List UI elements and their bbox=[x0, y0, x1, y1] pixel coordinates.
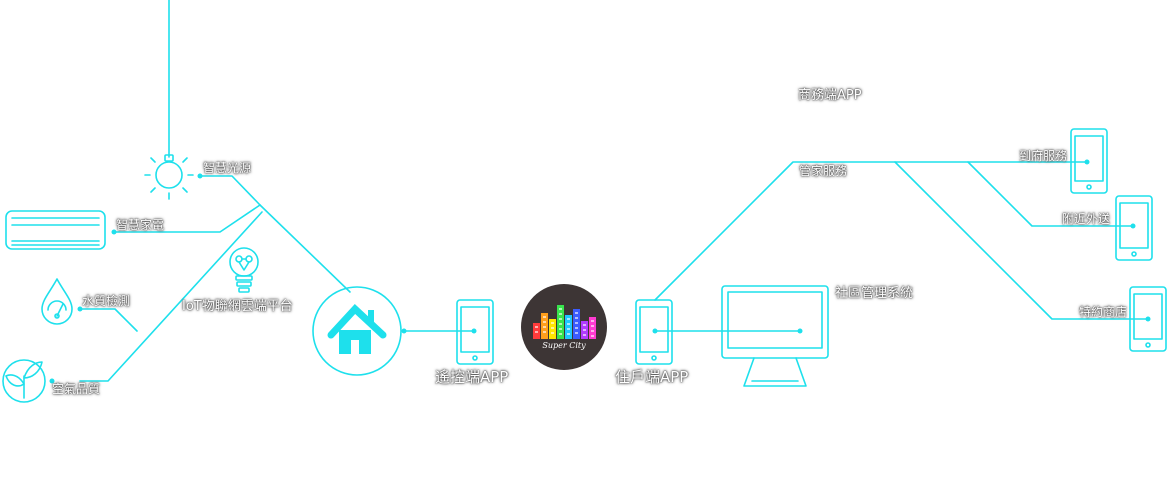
skyline-window bbox=[575, 332, 578, 334]
skyline-window bbox=[575, 327, 578, 329]
skyline-window bbox=[567, 333, 570, 335]
skyline-window bbox=[559, 308, 562, 310]
label-community-system: 社區管理系統 bbox=[835, 286, 914, 301]
skyline-window bbox=[583, 329, 586, 331]
skyline-building bbox=[589, 317, 596, 339]
smartphone-icon-nearby-delivery bbox=[1115, 195, 1153, 261]
line-smart-lighting bbox=[199, 175, 261, 206]
label-business-app: 商務端APP bbox=[798, 88, 862, 103]
label-iot-platform: IoT物聯網雲端平台 bbox=[182, 299, 293, 314]
skyline-window bbox=[551, 322, 554, 324]
skyline-window bbox=[567, 328, 570, 330]
water-drop-gauge-icon bbox=[41, 278, 73, 325]
city-skyline-icon bbox=[533, 305, 596, 339]
line-partner-shop bbox=[894, 161, 1149, 320]
skyline-window bbox=[575, 317, 578, 319]
skyline-window bbox=[575, 322, 578, 324]
skyline-window bbox=[543, 326, 546, 328]
iot-bulb-icon bbox=[229, 247, 259, 293]
skyline-window bbox=[543, 331, 546, 333]
skyline-window bbox=[591, 335, 594, 337]
label-smart-appliance: 智慧家電 bbox=[116, 218, 165, 232]
smartphone-icon-remote bbox=[456, 299, 494, 365]
skyline-window bbox=[543, 321, 546, 323]
light-bulb-icon bbox=[144, 154, 194, 200]
line-water-quality bbox=[79, 308, 138, 332]
skyline-window bbox=[591, 325, 594, 327]
leaf-sprout-icon bbox=[2, 359, 46, 403]
monitor-icon bbox=[721, 285, 829, 387]
skyline-window bbox=[583, 324, 586, 326]
home-icon bbox=[312, 286, 402, 376]
label-smart-lighting: 智慧光源 bbox=[203, 161, 252, 175]
label-home-service: 到府服務 bbox=[1019, 149, 1068, 163]
smartphone-icon-resident bbox=[635, 299, 673, 365]
skyline-window bbox=[543, 316, 546, 318]
skyline-building bbox=[557, 305, 564, 339]
skyline-window bbox=[591, 330, 594, 332]
connection-lines bbox=[79, 0, 1149, 382]
smartphone-icon-home-service bbox=[1070, 128, 1108, 194]
air-conditioner-icon bbox=[5, 210, 106, 250]
label-remote-app: 遙控端APP bbox=[435, 368, 509, 386]
skyline-window bbox=[591, 320, 594, 322]
line-nearby-delivery bbox=[967, 161, 1134, 227]
skyline-window bbox=[567, 318, 570, 320]
skyline-window bbox=[559, 313, 562, 315]
label-nearby-delivery: 附近外送 bbox=[1062, 212, 1111, 226]
super-city-logo: Super City bbox=[521, 284, 607, 370]
skyline-window bbox=[559, 318, 562, 320]
skyline-window bbox=[575, 312, 578, 314]
label-partner-shop: 特約商店 bbox=[1079, 305, 1128, 319]
skyline-window bbox=[559, 333, 562, 335]
skyline-window bbox=[551, 332, 554, 334]
line-air-quality bbox=[79, 211, 263, 382]
skyline-window bbox=[567, 323, 570, 325]
label-water-quality: 水質檢測 bbox=[82, 294, 131, 308]
label-air-quality: 空氣品質 bbox=[52, 382, 101, 396]
skyline-window bbox=[535, 331, 538, 333]
label-resident-app: 住戶端APP bbox=[615, 368, 689, 386]
skyline-window bbox=[551, 327, 554, 329]
skyline-window bbox=[535, 326, 538, 328]
line-butler-service bbox=[654, 161, 1088, 301]
endpoint-dots bbox=[49, 159, 1151, 384]
line-smart-appliance bbox=[113, 204, 261, 233]
smartphone-icon-partner-shop bbox=[1129, 286, 1167, 352]
logo-text: Super City bbox=[542, 341, 586, 350]
skyline-window bbox=[583, 334, 586, 336]
skyline-window bbox=[559, 323, 562, 325]
skyline-building bbox=[565, 315, 572, 339]
skyline-window bbox=[559, 328, 562, 330]
label-butler-service: 管家服務 bbox=[799, 164, 848, 178]
line-trunk-home bbox=[259, 204, 351, 293]
